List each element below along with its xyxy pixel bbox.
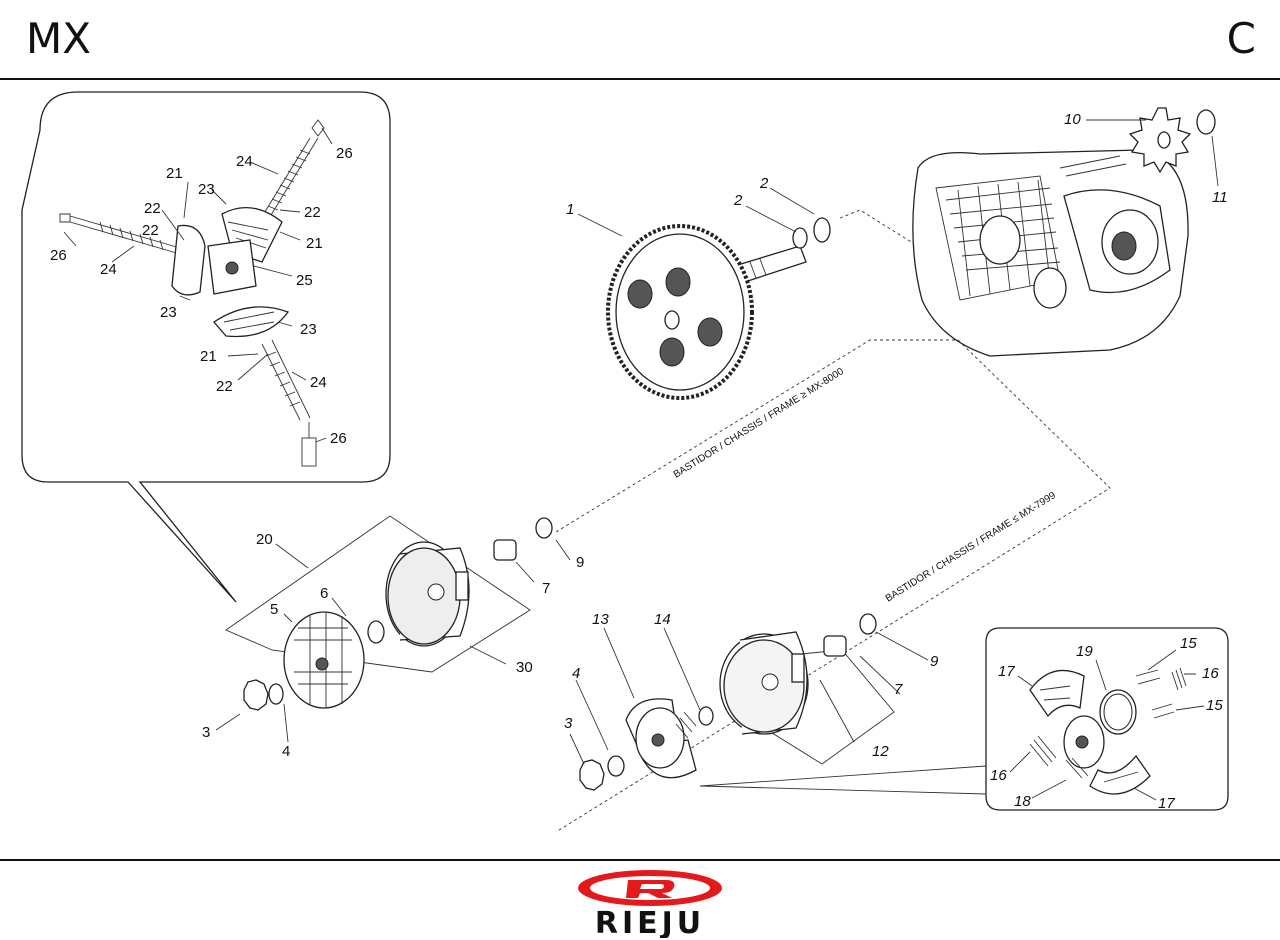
shoe-detail-box <box>699 627 1229 811</box>
spring-top-right <box>259 119 325 221</box>
callout-label: 21 <box>166 165 183 182</box>
callout-label: 26 <box>336 145 353 162</box>
part-label: 30 <box>516 659 533 676</box>
logo-wordmark: RIEJU <box>595 906 705 938</box>
drive-sprocket <box>1128 107 1216 174</box>
callout-label: 24 <box>236 153 253 170</box>
part-label: 13 <box>592 611 609 628</box>
frame-note-old: BASTIDOR / CHASSIS / FRAME ≤ MX-7999 <box>884 490 1058 605</box>
callout-label: 23 <box>300 321 317 338</box>
part-label: 17 <box>1158 795 1175 812</box>
part-label: 7 <box>894 681 903 698</box>
part-label: 9 <box>930 653 939 670</box>
part-label: 5 <box>270 601 278 618</box>
part-label: 3 <box>202 724 210 741</box>
part-label: 14 <box>654 611 671 628</box>
logo-emblem-inner <box>590 876 710 900</box>
footer-divider <box>0 859 1280 861</box>
part-label: 2 <box>759 175 769 192</box>
callout-label: 25 <box>296 272 313 289</box>
callout-label: 24 <box>100 261 117 278</box>
callout-label: 22 <box>216 378 233 395</box>
crankcase <box>912 149 1189 357</box>
part-label: 15 <box>1180 635 1197 652</box>
callout-label: 23 <box>160 304 177 321</box>
part-label: 3 <box>564 715 573 732</box>
callout-label: 26 <box>50 247 67 264</box>
rieju-logo: RIEJU <box>578 870 722 938</box>
part-label: 18 <box>1014 793 1031 810</box>
part-label: 10 <box>1064 111 1081 128</box>
spring-left <box>59 213 181 255</box>
section-letter: C <box>1226 14 1256 63</box>
part-label: 11 <box>1212 189 1228 206</box>
clutch-detail-callout: 26 24 21 23 22 22 22 21 26 24 25 23 23 2… <box>21 91 391 603</box>
part-label: 20 <box>256 531 273 548</box>
exploded-parts-diagram: 26 24 21 23 22 22 22 21 26 24 25 23 23 2… <box>21 91 1229 833</box>
callout-label: 23 <box>198 181 215 198</box>
spring-bottom <box>261 339 317 467</box>
part-label: 15 <box>1206 697 1223 714</box>
part-label: 4 <box>282 743 290 760</box>
part-label: 6 <box>320 585 328 602</box>
part-label: 1 <box>566 201 574 218</box>
callout-label: 22 <box>304 204 321 221</box>
header-divider <box>0 78 1280 80</box>
part-label: 19 <box>1076 643 1093 660</box>
washers-2 <box>792 217 831 249</box>
callout-label: 26 <box>330 430 347 447</box>
primary-gear-shaft <box>606 224 807 400</box>
logo-r-mark <box>626 880 675 898</box>
callout-label: 22 <box>142 222 159 239</box>
part-label: 4 <box>572 665 580 682</box>
part-label: 17 <box>998 663 1015 680</box>
clutch-group-old <box>579 613 895 791</box>
part-label: 7 <box>542 580 550 597</box>
callout-label: 21 <box>200 348 217 365</box>
model-code: MX <box>26 14 92 63</box>
part-label: 16 <box>990 767 1007 784</box>
callout-label: 22 <box>144 200 161 217</box>
clutch-shoes-detail <box>171 207 290 338</box>
part-label: 9 <box>576 554 584 571</box>
callout-label: 24 <box>310 374 327 391</box>
clutch-group-new <box>225 515 553 711</box>
part-label: 12 <box>872 743 889 760</box>
part-label: 16 <box>1202 665 1219 682</box>
part-label: 2 <box>733 192 743 209</box>
callout-label: 21 <box>306 235 323 252</box>
